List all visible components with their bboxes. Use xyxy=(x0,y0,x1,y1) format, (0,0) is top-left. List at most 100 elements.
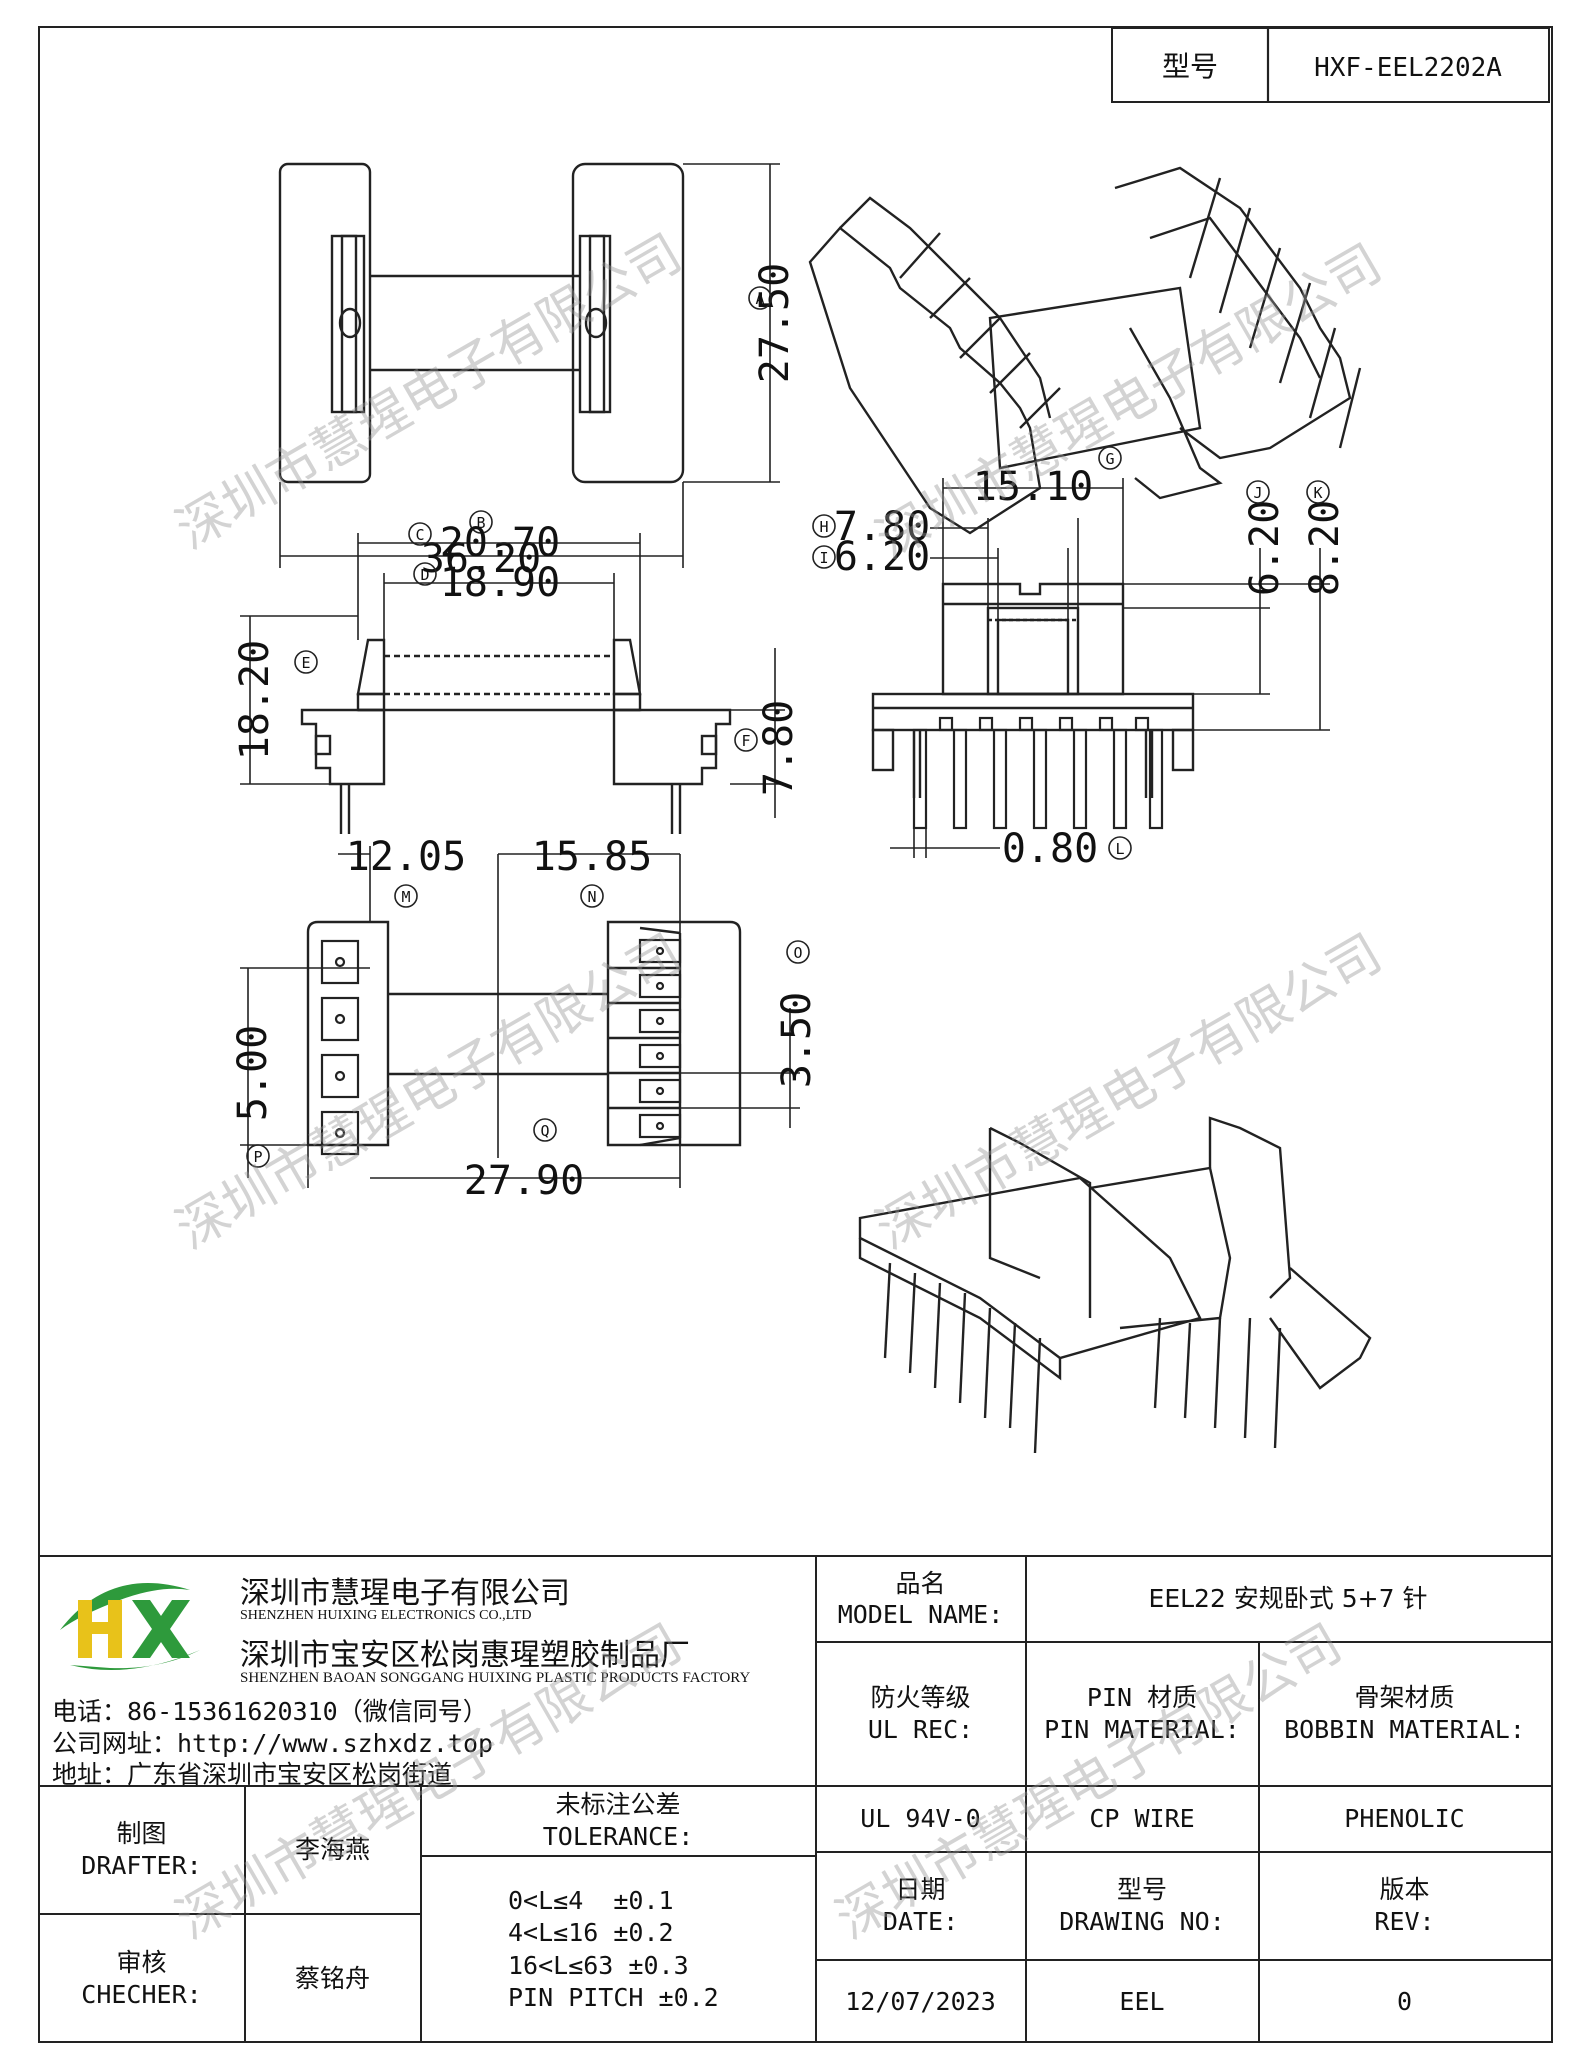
company-name-cn-1: 深圳市慧瑆电子有限公司 xyxy=(240,1576,570,1611)
bobbin-header: 骨架材质 BOBBIN MATERIAL: xyxy=(1260,1643,1549,1784)
tb-line xyxy=(1025,1556,1027,2043)
tb-line xyxy=(815,1851,1551,1853)
dim-j-value: 6.20 xyxy=(1242,500,1288,596)
drafter-en: DRAFTER: xyxy=(81,1850,202,1880)
marker-d xyxy=(413,562,437,586)
marker-m-label: M xyxy=(401,888,410,906)
marker-j xyxy=(1246,480,1270,504)
marker-e-label: E xyxy=(301,654,310,672)
marker-f-label: F xyxy=(741,732,750,750)
dim-e-value: 18.20 xyxy=(232,640,278,760)
tolerance-line-4: PIN PITCH ±0.2 xyxy=(508,1983,719,2012)
date-header: 日期 DATE: xyxy=(817,1853,1024,1958)
drafter-name-cell: 李海燕 xyxy=(246,1787,419,1912)
rev-cn: 版本 xyxy=(1379,1875,1430,1905)
marker-h xyxy=(812,514,836,538)
drafter-cn: 制图 xyxy=(116,1819,167,1849)
tolerance-line-1: 0<L≤4 ±0.1 xyxy=(508,1885,674,1915)
bottom-view xyxy=(240,846,800,1188)
marker-g xyxy=(1098,446,1122,470)
marker-c xyxy=(408,522,432,546)
marker-e xyxy=(294,650,318,674)
model-name-en: MODEL NAME: xyxy=(837,1600,1004,1629)
model-name-cell: EEL22 安规卧式 5+7 针 xyxy=(1027,1558,1549,1640)
tb-line xyxy=(420,1855,815,1857)
dim-h-value: 7.80 xyxy=(834,504,930,550)
marker-n-label: N xyxy=(587,888,596,906)
model-box xyxy=(1111,28,1550,103)
tb-line xyxy=(420,1785,422,2043)
dim-a-value: 27.50 xyxy=(752,263,798,383)
rev-en: REV: xyxy=(1374,1906,1435,1936)
marker-l xyxy=(1108,836,1132,860)
tb-line xyxy=(40,1785,1551,1787)
bottom-view-pads xyxy=(320,938,682,1156)
marker-l-label: L xyxy=(1115,840,1124,858)
tolerance-en: TOLERANCE: xyxy=(542,1821,694,1851)
dim-p-value: 5.00 xyxy=(230,1025,276,1121)
dim-m-value: 12.05 xyxy=(346,834,466,880)
model-name-value: EEL22 安规卧式 5+7 针 xyxy=(1148,1584,1428,1614)
dim-o-value: 3.50 xyxy=(774,992,820,1088)
side-view xyxy=(240,533,785,834)
marker-d-label: D xyxy=(420,566,429,584)
marker-q xyxy=(533,1118,557,1142)
bobbin-value: PHENOLIC xyxy=(1344,1803,1465,1833)
date-value: 12/07/2023 xyxy=(845,1987,996,2017)
pin-cn: PIN 材质 xyxy=(1086,1683,1198,1713)
drawing-header: 型号 DRAWING NO: xyxy=(1027,1853,1257,1958)
tb-line xyxy=(1258,1641,1260,2043)
marker-p xyxy=(246,1144,270,1168)
model-name-header: 品名 MODEL NAME: xyxy=(817,1558,1024,1640)
iso-view-2 xyxy=(858,1116,1372,1454)
company-logo xyxy=(50,1570,215,1680)
company-name-en-1: SHENZHEN HUIXING ELECTRONICS CO.,LTD xyxy=(240,1608,532,1623)
marker-a xyxy=(748,286,772,310)
ul-value: UL 94V-0 xyxy=(860,1803,981,1833)
company-name-en-2: SHENZHEN BAOAN SONGGANG HUIXING PLASTIC … xyxy=(240,1670,751,1686)
marker-h-label: H xyxy=(819,518,828,536)
drawing-value-cell: EEL xyxy=(1027,1961,1257,2043)
pin-header: PIN 材质 PIN MATERIAL: xyxy=(1027,1643,1257,1784)
date-cn: 日期 xyxy=(895,1875,946,1905)
drawing-en: DRAWING NO: xyxy=(1059,1906,1225,1936)
marker-f xyxy=(734,728,758,752)
ul-value-cell: UL 94V-0 xyxy=(817,1787,1024,1850)
drafter-header: 制图 DRAFTER: xyxy=(40,1787,243,1912)
dim-n-value: 15.85 xyxy=(532,834,652,880)
marker-g-label: G xyxy=(1105,450,1114,468)
bobbin-en: BOBBIN MATERIAL: xyxy=(1284,1714,1525,1744)
checker-name: 蔡铭舟 xyxy=(294,1963,370,1993)
marker-k xyxy=(1306,480,1330,504)
model-label: 型号 xyxy=(1162,50,1218,83)
company-website: 公司网址：http://www.szhxdz.top xyxy=(52,1729,494,1758)
technical-drawing: 型号 HXF-EEL2202A 27.50 A 36.20 xyxy=(40,28,1551,1557)
bobbin-value-cell: PHENOLIC xyxy=(1260,1787,1549,1850)
marker-a-label: A xyxy=(755,290,764,308)
marker-p-label: P xyxy=(253,1148,262,1166)
tb-line xyxy=(815,1556,817,2043)
model-name-cn: 品名 xyxy=(895,1568,946,1598)
marker-c-label: C xyxy=(415,526,424,544)
pin-en: PIN MATERIAL: xyxy=(1044,1714,1240,1744)
marker-b-label: B xyxy=(476,514,485,532)
dim-k-value: 8.20 xyxy=(1302,500,1348,596)
company-name-cn-2: 深圳市宝安区松岗惠瑆塑胶制品厂 xyxy=(240,1638,690,1673)
checker-name-cell: 蔡铭舟 xyxy=(246,1915,419,2042)
marker-q-label: Q xyxy=(540,1122,549,1140)
marker-i xyxy=(812,545,836,569)
marker-n xyxy=(580,884,604,908)
checker-header: 审核 CHECHER: xyxy=(40,1915,243,2042)
dim-l-value: 0.80 xyxy=(1002,826,1098,872)
date-value-cell: 12/07/2023 xyxy=(817,1961,1024,2043)
top-view xyxy=(278,162,780,568)
dim-d-value: 18.90 xyxy=(440,560,560,606)
dim-f-value: 7.80 xyxy=(756,700,802,796)
marker-o-label: O xyxy=(793,944,802,962)
tolerance-values: 0<L≤4 ±0.1 4<L≤16 ±0.2 16<L≤63 ±0.3 PIN … xyxy=(422,1857,814,2042)
tolerance-line-2: 4<L≤16 ±0.2 xyxy=(508,1918,674,1947)
drawing-sheet: 型号 HXF-EEL2202A 27.50 A 36.20 xyxy=(38,26,1553,2043)
pin-value-cell: CP WIRE xyxy=(1027,1787,1257,1850)
tb-line xyxy=(815,1959,1551,1961)
iso-view-1 xyxy=(808,166,1362,535)
